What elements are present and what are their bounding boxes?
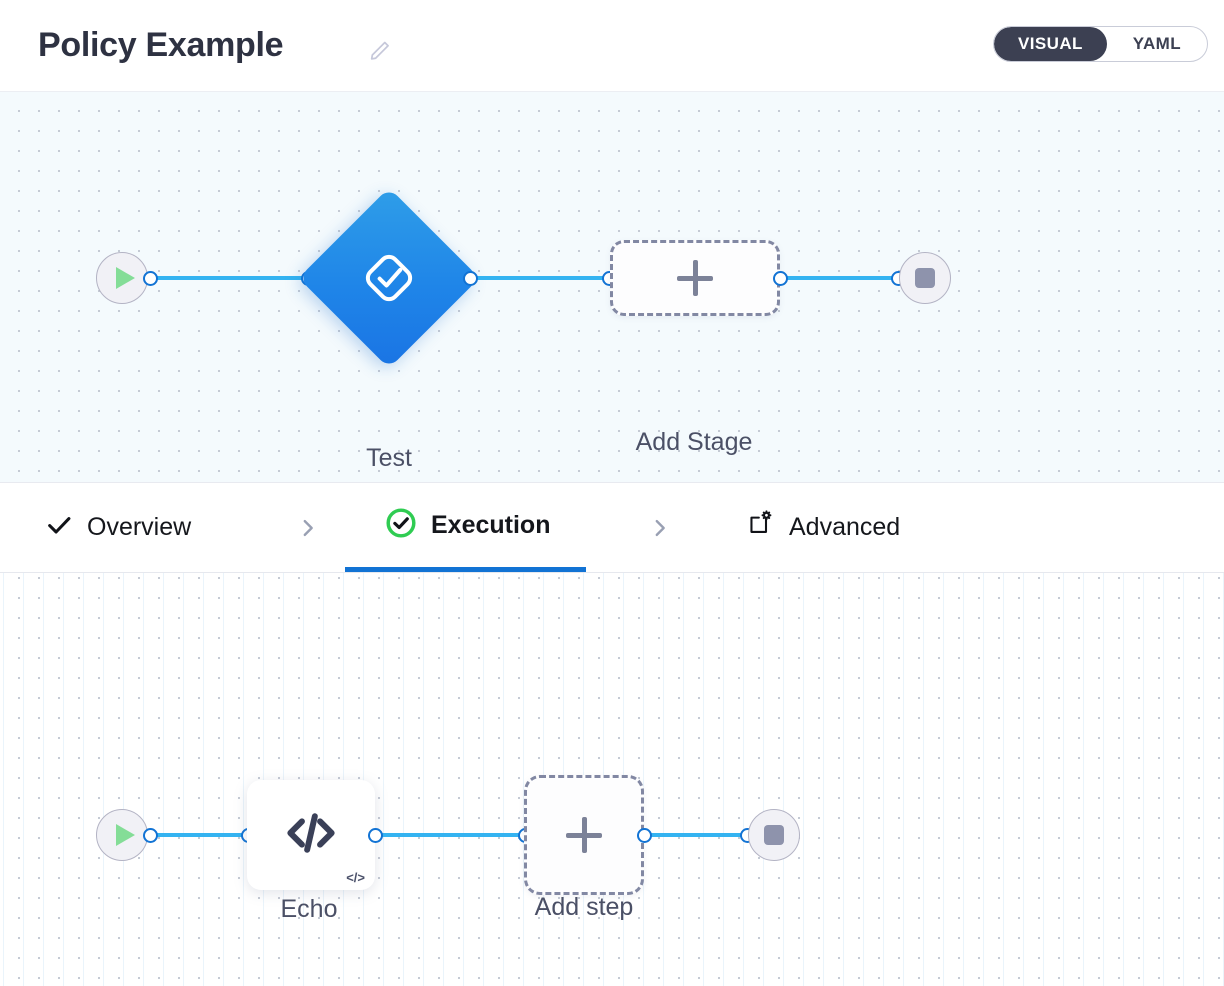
step-end-node[interactable] <box>748 809 800 861</box>
execution-steps-canvas[interactable]: </> Echo Add step <box>0 573 1224 986</box>
edge-start-to-echo <box>150 833 256 837</box>
check-icon <box>45 511 73 544</box>
page-title: Policy Example <box>38 26 284 64</box>
code-icon <box>280 802 342 869</box>
stop-icon <box>915 268 935 288</box>
pencil-icon[interactable] <box>368 36 394 62</box>
stage-pipeline-canvas[interactable]: Test Add Stage <box>0 92 1224 483</box>
stop-icon <box>764 825 784 845</box>
tab-execution-label: Execution <box>431 510 551 539</box>
edge-add-step-to-end <box>642 833 758 837</box>
port-echo-out[interactable] <box>368 828 383 843</box>
edge-start-to-test <box>150 276 312 280</box>
stage-label-test: Test <box>366 444 412 472</box>
edge-add-stage-to-end <box>778 276 906 280</box>
stage-check-diamond-icon <box>359 248 419 308</box>
view-mode-toggle[interactable]: VISUAL YAML <box>993 26 1208 62</box>
pipeline-start-node[interactable] <box>96 252 148 304</box>
view-mode-yaml-button[interactable]: YAML <box>1132 34 1181 53</box>
view-mode-visual-button[interactable]: VISUAL <box>994 27 1107 61</box>
step-start-node[interactable] <box>96 809 148 861</box>
tab-advanced[interactable]: Advanced <box>745 483 900 572</box>
step-label-echo: Echo <box>280 895 338 923</box>
edge-test-to-add-stage <box>468 276 616 280</box>
box-gear-icon <box>745 510 775 545</box>
port-step-start-out[interactable] <box>143 828 158 843</box>
step-type-badge: </> <box>346 870 365 885</box>
tab-advanced-label: Advanced <box>789 513 901 541</box>
play-icon <box>115 267 135 289</box>
port-start-out[interactable] <box>143 271 158 286</box>
chevron-right-icon <box>297 516 319 540</box>
pipeline-end-node[interactable] <box>899 252 951 304</box>
add-step-node[interactable] <box>524 775 644 895</box>
tab-execution[interactable]: Execution <box>345 483 587 572</box>
tab-overview-label: Overview <box>87 513 192 541</box>
stage-node-test[interactable] <box>298 187 480 369</box>
play-icon <box>115 824 135 846</box>
page-header: Policy Example VISUAL YAML <box>0 0 1224 92</box>
chevron-right-icon-2 <box>649 516 671 540</box>
tab-overview[interactable]: Overview <box>45 483 191 572</box>
edge-echo-to-add-step <box>375 833 531 837</box>
check-circle-icon <box>385 507 417 544</box>
port-add-step-out[interactable] <box>637 828 652 843</box>
port-test-out[interactable] <box>463 271 478 286</box>
step-node-echo[interactable]: </> <box>247 780 375 890</box>
add-stage-label: Add Stage <box>635 428 753 456</box>
port-add-stage-out[interactable] <box>773 271 788 286</box>
add-step-label: Add step <box>534 893 634 921</box>
add-stage-node[interactable] <box>610 240 780 316</box>
stage-config-tabbar: Overview Execution Advanced <box>0 483 1224 573</box>
